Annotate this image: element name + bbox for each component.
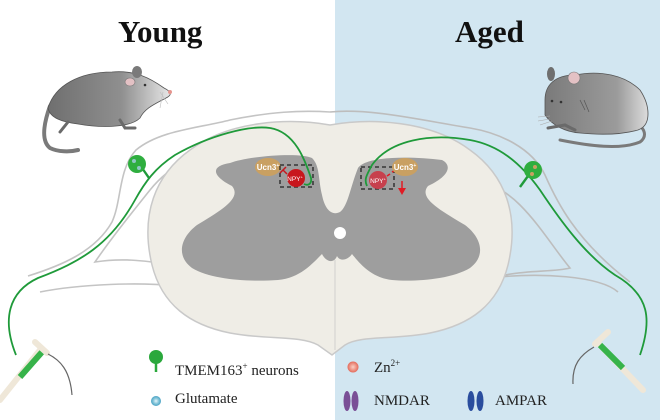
aged-dorsal-horn-cells: NPY+ Ucn3+ [360, 158, 418, 195]
blue-dot-icon [151, 396, 161, 406]
aged-mouse-icon [537, 67, 649, 148]
npy-cell-aged [369, 171, 387, 189]
legend-icons [149, 350, 484, 411]
young-panel-title: Young [118, 14, 203, 49]
legend-tmem163: TMEM163+ neurons [175, 361, 299, 379]
npy-cell-young [287, 169, 305, 187]
ucn3-label-young: Ucn3+ [257, 163, 280, 172]
legend-nmdar: NMDAR [374, 393, 430, 409]
green-neuron-icon [149, 350, 163, 372]
young-roi-box [279, 164, 314, 188]
legend-ampar: AMPAR [495, 393, 547, 409]
legend-zinc: Zn2+ [374, 358, 401, 376]
npy-label-young: NPY+ [287, 175, 303, 184]
young-mouse-icon [42, 66, 172, 154]
aged-roi-box [360, 166, 395, 190]
young-stimulation-probe-icon [0, 339, 73, 403]
blue-receptor-icon [467, 391, 484, 411]
ucn3-cell-aged [392, 158, 418, 176]
young-tmem163-neuron [8, 126, 313, 356]
central-canal [334, 227, 346, 239]
aged-tmem163-neuron [364, 136, 648, 356]
young-neuron-axon [8, 126, 313, 356]
red-dot-icon [347, 361, 359, 373]
legend-glutamate: Glutamate [175, 391, 238, 407]
ucn3-cell-young [255, 158, 281, 176]
aged-neuron-axon [364, 136, 648, 356]
decrease-arrow-icon [398, 181, 406, 195]
young-dorsal-horn-cells: Ucn3+ NPY+ [255, 158, 314, 188]
aged-panel-title: Aged [455, 14, 524, 49]
npy-label-aged: NPY+ [370, 177, 386, 186]
spinal-cord-grey-matter [181, 155, 481, 281]
purple-receptor-icon [343, 391, 359, 411]
aged-neuron-soma [524, 161, 542, 179]
aged-stimulation-probe-icon [572, 329, 646, 393]
ucn3-label-aged: Ucn3+ [394, 163, 417, 172]
inhibition-mark-young [279, 166, 288, 175]
young-neuron-soma [128, 155, 146, 173]
